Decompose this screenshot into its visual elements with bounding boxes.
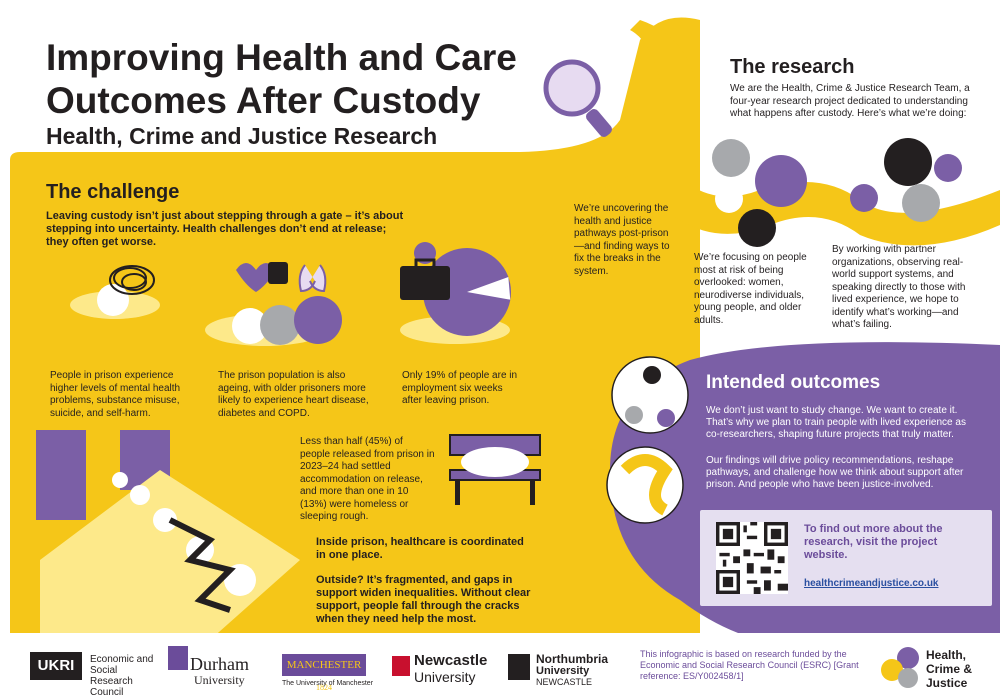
funding-statement: This infographic is based on research fu… (640, 649, 859, 681)
project-website-link[interactable]: healthcrimeandjustice.co.uk (804, 578, 939, 589)
outcomes-heading: Intended outcomes (706, 372, 881, 393)
hcj-logo-icon (881, 647, 919, 688)
research-point-focus: We’re focusing on people most at risk of… (694, 252, 807, 326)
fact-mental-health: People in prison experience higher level… (50, 370, 181, 419)
cta-text: To find out more about the research, vis… (804, 523, 943, 561)
northumbria-crest-icon (508, 654, 530, 680)
challenge-heading: The challenge (46, 181, 180, 203)
durham-logo-sub: University (194, 673, 245, 687)
page-subtitle: Health, Crime and Justice Research (46, 123, 438, 149)
northumbria-logo: Northumbria (536, 652, 608, 666)
fact-employment: Only 19% of people are in employment six… (402, 370, 518, 406)
hcj-logo-text: Health, Crime & Justice (926, 648, 972, 690)
outcomes-para2: Our findings will drive policy recommend… (706, 455, 964, 490)
hcj-logo-line1: Health, (926, 648, 967, 662)
outside-prison-text: Outside? It’s fragmented, and gaps in su… (316, 574, 531, 625)
newcastle-logo-sub: University (414, 669, 476, 685)
hcj-logo-line3: Justice (926, 676, 968, 690)
manchester-name: MANCHESTER (286, 659, 362, 671)
fact-ageing: The prison population is also ageing, wi… (218, 370, 369, 419)
durham-crest-icon (168, 646, 188, 670)
research-heading: The research (730, 56, 855, 78)
newcastle-logo: Newcastle (414, 652, 488, 669)
manchester-year: 1824 (316, 683, 332, 692)
research-intro: We are the Health, Crime & Justice Resea… (730, 83, 970, 119)
ukri-logo: UKRI (30, 652, 82, 680)
durham-logo: Durham (190, 654, 249, 674)
research-point-pathways: We’re uncovering the health and justice … (574, 203, 670, 277)
hcj-logo-line2: Crime & (926, 662, 973, 676)
newcastle-crest-icon (392, 656, 410, 676)
challenge-intro: Leaving custody isn’t just about steppin… (46, 210, 404, 248)
northumbria-logo-city: NEWCASTLE (536, 677, 593, 687)
qr-code-graphic (716, 522, 788, 594)
esrc-logo-text: Economic and Social Research Council (90, 654, 154, 698)
research-point-partners: By working with partner organizations, o… (832, 244, 966, 330)
qr-code-icon[interactable] (716, 522, 788, 594)
manchester-logo: MANCHESTER 1824 (282, 654, 366, 692)
fact-accommodation: Less than half (45%) of people released … (300, 436, 435, 522)
page-title: Improving Health and Care Outcomes After… (46, 37, 517, 121)
outcomes-para1: We don’t just want to study change. We w… (706, 405, 966, 440)
manchester-logo-sub: The University of Manchester (282, 680, 374, 687)
inside-prison-text: Inside prison, healthcare is coordinated… (316, 536, 524, 561)
footer (0, 633, 1000, 697)
northumbria-logo-sub: University (536, 665, 590, 677)
